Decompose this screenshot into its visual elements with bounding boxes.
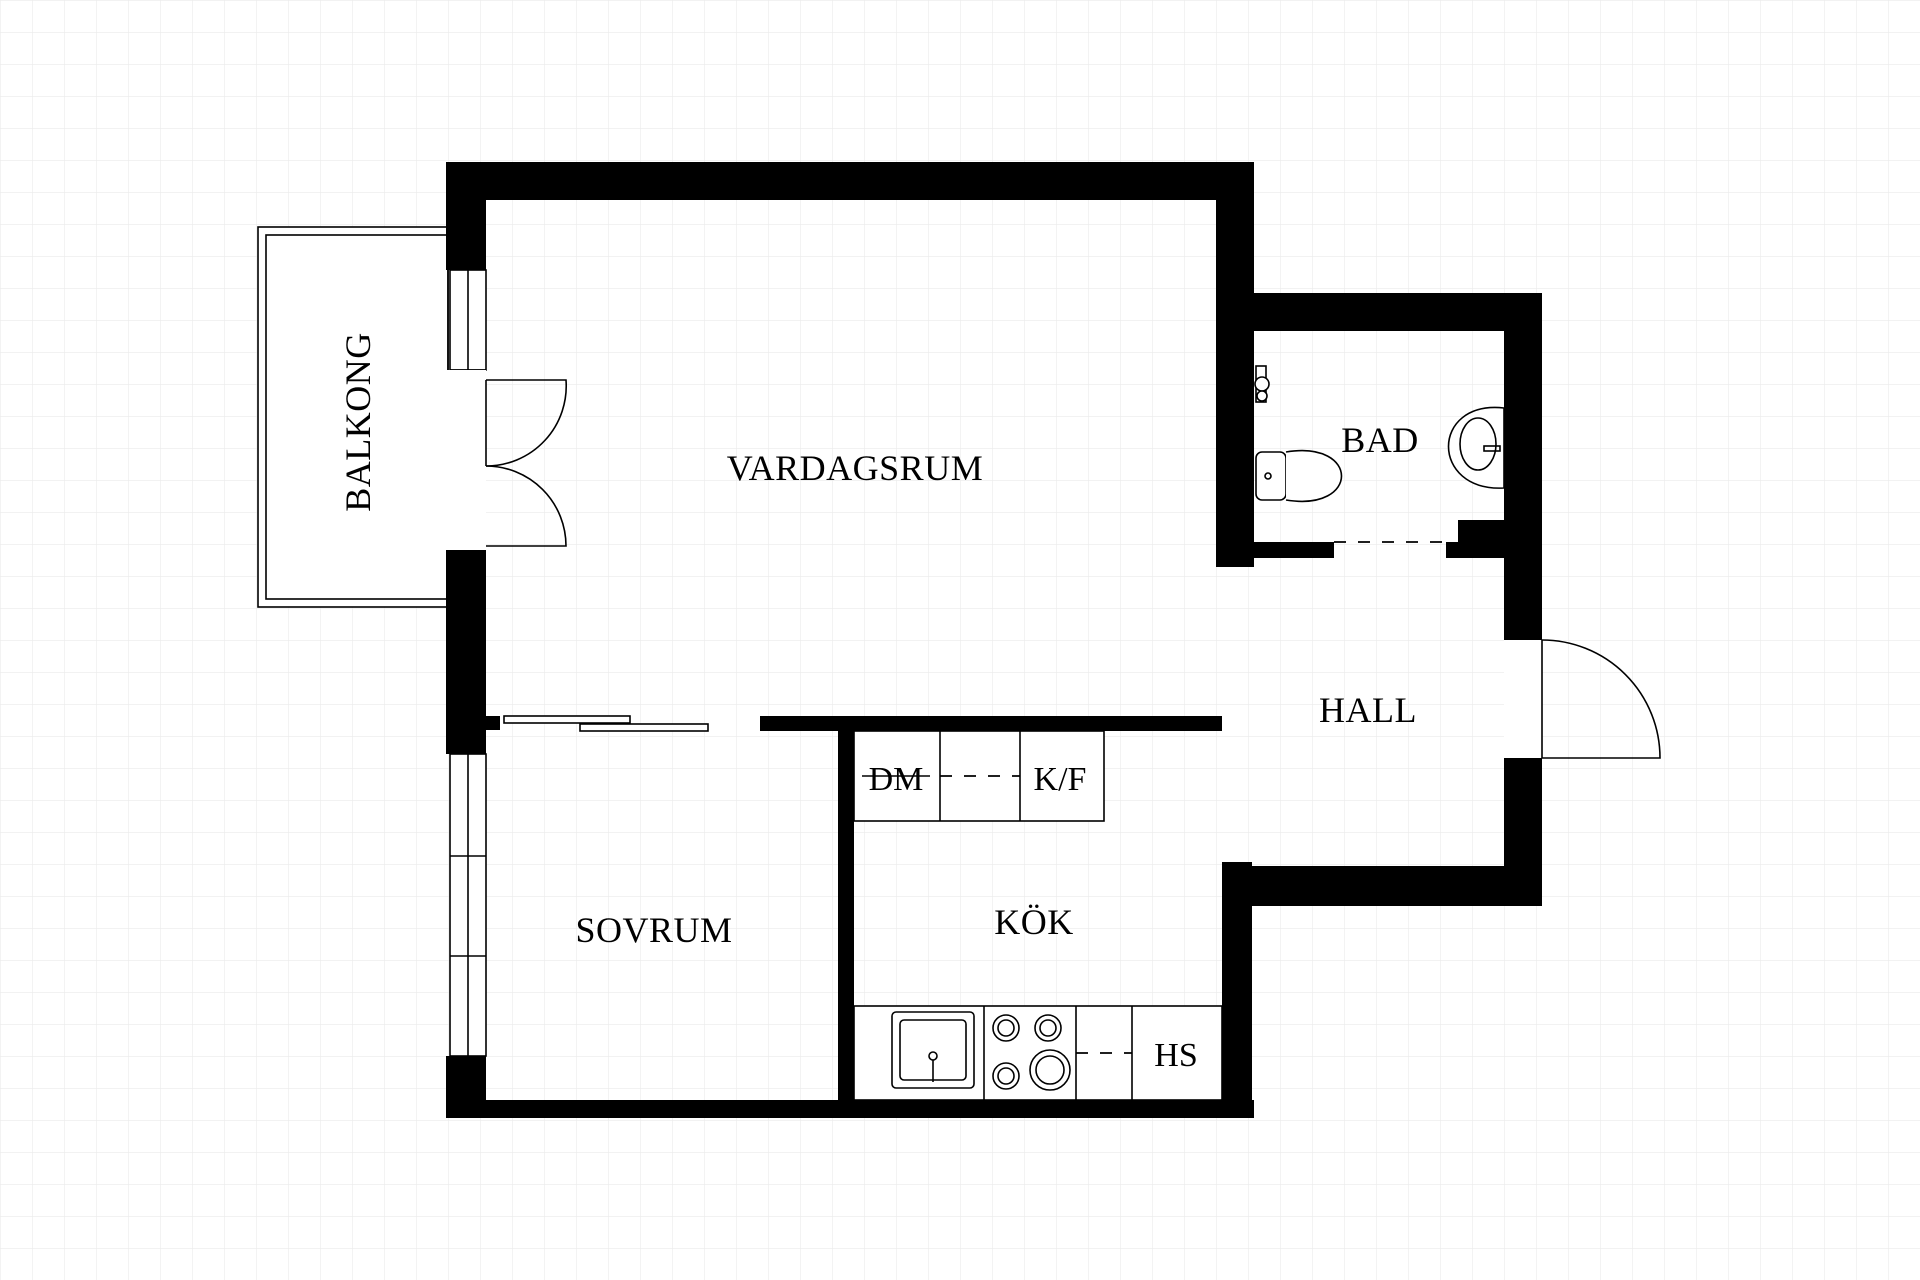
- sink-icon: [1447, 406, 1505, 489]
- room-label-sovrum: SOVRUM: [575, 910, 732, 950]
- wall-stub: [486, 716, 500, 730]
- wall-hall-bottom: [1222, 866, 1542, 906]
- fixture-label-dm: DM: [869, 761, 924, 798]
- wall-bath-bottom-notch: [1458, 520, 1504, 558]
- walls: [446, 162, 1542, 1118]
- wall-bath-right: [1504, 293, 1542, 640]
- wall-bottom: [446, 1100, 1254, 1118]
- kitchen-upper-counter: [853, 730, 1105, 822]
- shower-tap-icon: [1254, 365, 1270, 403]
- stove-icon: [992, 1014, 1071, 1091]
- wall-bath-top: [1216, 293, 1542, 331]
- wall-top: [446, 162, 1254, 200]
- room-label-hall: HALL: [1319, 690, 1417, 730]
- toilet-icon: [1255, 449, 1343, 503]
- room-label-vardagsrum: VARDAGSRUM: [727, 448, 983, 488]
- wall-kitchen-right: [1222, 862, 1252, 1118]
- fixture-label-hs: HS: [1154, 1037, 1197, 1074]
- window-bedroom: [449, 753, 487, 1057]
- sliding-door: [503, 715, 709, 732]
- entrance-door: [1504, 639, 1661, 759]
- room-label-balkong: BALKONG: [338, 332, 378, 512]
- balcony-door: [446, 370, 568, 550]
- room-label-kok: KÖK: [994, 902, 1074, 942]
- fixture-label-kf: K/F: [1034, 761, 1087, 798]
- wall-left-upper: [446, 162, 486, 270]
- window-living: [449, 269, 487, 371]
- wall-bath-bottom-left: [1254, 542, 1334, 558]
- wall-kitchen-top: [760, 716, 1222, 731]
- wall-living-right: [1216, 162, 1254, 567]
- kitchen-sink-icon: [891, 1011, 975, 1089]
- room-label-bad: BAD: [1341, 420, 1419, 460]
- wall-partition: [838, 730, 854, 1100]
- wall-left-middle: [446, 550, 486, 754]
- balcony: [257, 226, 449, 608]
